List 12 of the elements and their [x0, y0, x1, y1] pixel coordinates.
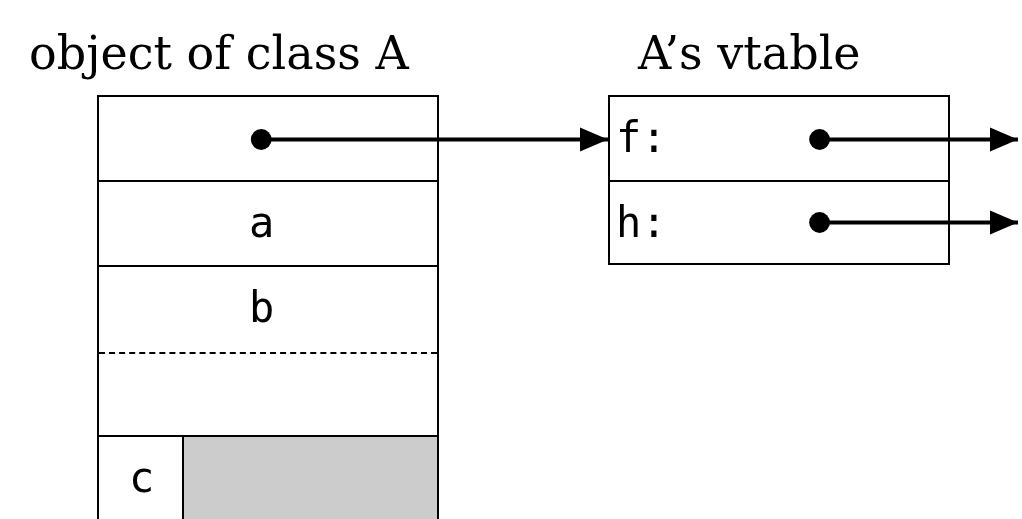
vtable-title: A’s vtable — [638, 25, 861, 81]
field-name: a — [249, 198, 275, 248]
pointer-arrow — [809, 127, 1018, 152]
pointer-arrow — [250, 127, 608, 152]
object-title: object of class A — [29, 25, 409, 81]
pointer-arrow — [809, 210, 1018, 235]
field-cell — [99, 437, 184, 519]
field-name: f: — [616, 113, 667, 163]
field-name: b — [249, 283, 275, 333]
padding-cell — [184, 437, 437, 519]
field-name: h: — [616, 198, 667, 248]
field-name: c — [129, 453, 155, 503]
